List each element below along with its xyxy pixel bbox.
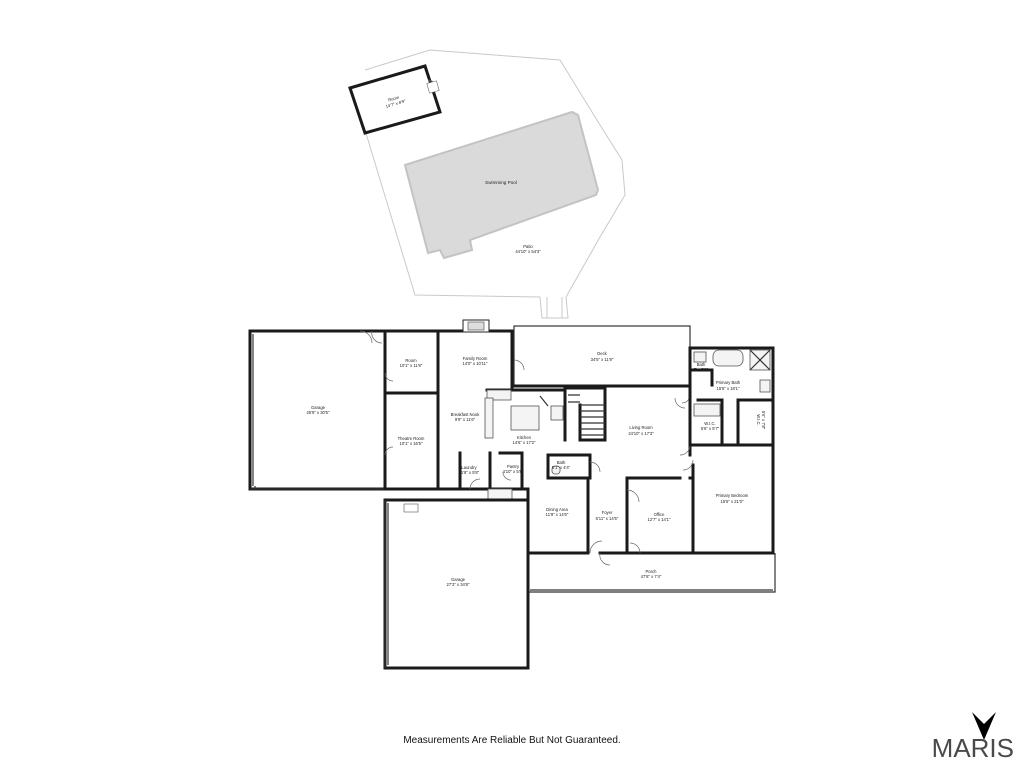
theatre-room-dims: 10'1" x 16'5" — [400, 441, 423, 446]
swimming-pool — [403, 110, 600, 260]
family-room-name: Family Room — [463, 356, 488, 361]
primary-bath-dims: 15'5" x 18'1" — [717, 386, 740, 391]
room-name: Room — [405, 358, 417, 363]
disclaimer: Measurements Are Reliable But Not Guaran… — [403, 735, 621, 746]
kitchen-name: Kitchen — [517, 435, 532, 440]
patio-name: Patio — [523, 244, 533, 249]
family-room-dims: 14'0" x 10'11" — [463, 361, 488, 366]
garage-south-name: Garage — [451, 577, 466, 582]
living-room-dims: 24'10" x 17'3" — [628, 431, 654, 436]
brand-logo: MARIS — [931, 733, 1014, 763]
wic-tall-dims: 5'6" x 7'8" — [761, 411, 766, 430]
deck-name: Deck — [597, 351, 607, 356]
kitchen-dims: 14'6" x 17'2" — [513, 440, 536, 445]
breakfast-nook-name: Breakfast Nook — [451, 412, 481, 417]
office-dims: 12'7" x 14'1" — [648, 517, 671, 522]
wic-tall-name: W.I.C. — [756, 414, 761, 425]
foyer-name: Foyer — [602, 510, 613, 515]
patio-dims: 44'10" x 54'3" — [515, 249, 541, 254]
room-labels: Room 14'7" x 8'9" Swimming Pool Patio 44… — [307, 94, 766, 587]
pantry-name: Pantry — [507, 464, 520, 469]
garage-west-name: Garage — [311, 405, 326, 410]
north-arrow-icon — [972, 712, 996, 740]
garage-south-dims: 27'3" x 34'8" — [447, 582, 470, 587]
patio-outline-inner — [546, 297, 563, 318]
porch-name: Porch — [646, 569, 658, 574]
wic-small-name: W.I.C. — [704, 421, 715, 426]
bath-mid-dims: 5'1" x 4'4" — [552, 465, 571, 470]
wic-small-dims: 5'6" x 5'7" — [701, 426, 720, 431]
dining-area-name: Dining Area — [546, 507, 568, 512]
staircase — [563, 386, 607, 442]
bath-upper-name: Bath — [697, 362, 706, 367]
house-walls — [248, 319, 776, 670]
office-name: Office — [654, 512, 666, 517]
dining-area-dims: 11'9" x 14'6" — [546, 512, 569, 517]
breakfast-nook-dims: 9'9" x 11'6" — [455, 417, 476, 422]
room-dims: 10'1" x 11'8" — [400, 363, 423, 368]
bath-upper-dims: 7' x 5'8" — [694, 367, 709, 372]
deck-dims: 34'5" x 11'9" — [591, 357, 614, 362]
primary-bedroom-dims: 15'5" x 21'0" — [721, 499, 744, 504]
garage-west-dims: 25'9" x 30'5" — [307, 410, 330, 415]
porch-dims: 47'8" x 7'4" — [641, 574, 662, 579]
swimming-pool-label: Swimming Pool — [485, 180, 517, 185]
detached-room — [348, 64, 442, 135]
foyer-dims: 6'11" x 14'5" — [596, 516, 619, 521]
laundry-name: Laundry — [461, 465, 477, 470]
laundry-dims: 11'8" x 5'8" — [459, 470, 480, 475]
patio-outline — [364, 49, 626, 319]
bath-mid-name: Bath — [557, 460, 566, 465]
primary-bedroom-name: Primary Bedroom — [716, 493, 749, 498]
theatre-room-name: Theatre Room — [398, 436, 425, 441]
primary-bath-name: Primary Bath — [716, 380, 741, 385]
pantry-dims: 4'10" x 5'8" — [503, 469, 524, 474]
detached-room-dims: 14'7" x 8'9" — [385, 98, 407, 109]
living-room-name: Living Room — [629, 425, 653, 430]
detached-room-name: Room — [388, 94, 401, 102]
